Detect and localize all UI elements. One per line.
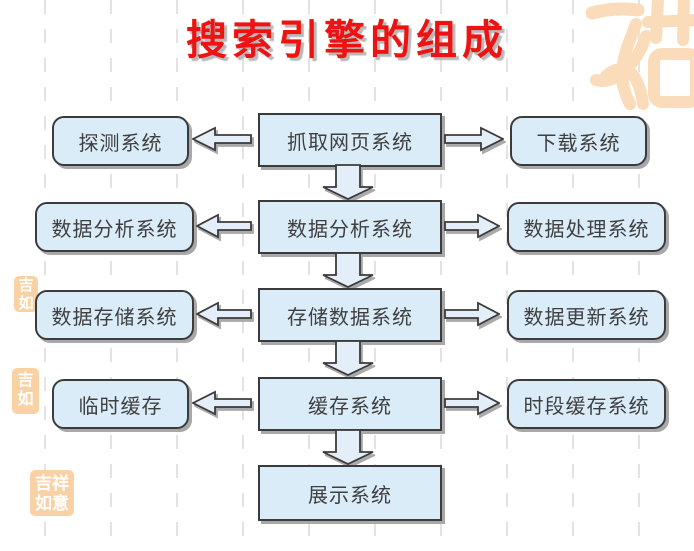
flow-box-row4-left: 临时缓存 xyxy=(52,379,189,429)
arrow-down-icon xyxy=(322,164,374,200)
dashed-guide-line xyxy=(638,0,640,551)
dashed-guide-line xyxy=(506,0,508,551)
flow-box-row3-left: 数据存储系统 xyxy=(35,290,194,340)
arrow-left-icon xyxy=(192,126,252,152)
flow-box-row2-right: 数据处理系统 xyxy=(507,202,666,252)
dashed-guide-line xyxy=(110,0,112,551)
flow-box-row3-center: 存储数据系统 xyxy=(258,288,442,342)
dashed-guide-line xyxy=(374,0,376,551)
flow-box-row1-left: 探测系统 xyxy=(52,116,189,166)
dashed-guide-line xyxy=(242,0,244,551)
arrow-left-icon xyxy=(196,213,252,239)
arrow-left-icon xyxy=(196,301,252,327)
flow-box-row2-center: 数据分析系统 xyxy=(258,200,442,254)
seal-stamp: 吉祥如意 xyxy=(30,470,74,516)
arrow-down-icon xyxy=(322,252,374,288)
arrow-right-icon xyxy=(444,126,504,152)
flow-box-row4-right: 时段缓存系统 xyxy=(507,379,666,429)
flow-box-final: 展示系统 xyxy=(258,465,442,521)
dashed-guide-line xyxy=(44,0,46,551)
flow-box-row4-center: 缓存系统 xyxy=(258,377,442,431)
dashed-guide-line xyxy=(308,0,310,551)
flow-box-row2-left: 数据分析系统 xyxy=(35,202,194,252)
flow-box-row3-right: 数据更新系统 xyxy=(507,290,666,340)
arrow-right-icon xyxy=(444,390,500,416)
arrow-down-icon xyxy=(322,429,374,465)
flow-box-row1-center: 抓取网页系统 xyxy=(258,113,442,167)
dashed-guide-line xyxy=(572,0,574,551)
arrow-left-icon xyxy=(192,390,252,416)
arrow-right-icon xyxy=(444,301,500,327)
slide-title: 搜索引擎的组成 xyxy=(186,17,508,63)
dashed-guide-line xyxy=(440,0,442,551)
dashed-guide-line xyxy=(176,0,178,551)
seal-script-ornament-icon xyxy=(585,0,694,110)
seal-stamp: 吉如 xyxy=(14,276,38,312)
arrow-right-icon xyxy=(444,213,500,239)
seal-stamp: 吉如 xyxy=(12,368,39,414)
arrow-down-icon xyxy=(322,340,374,376)
flow-box-row1-right: 下载系统 xyxy=(510,116,647,166)
